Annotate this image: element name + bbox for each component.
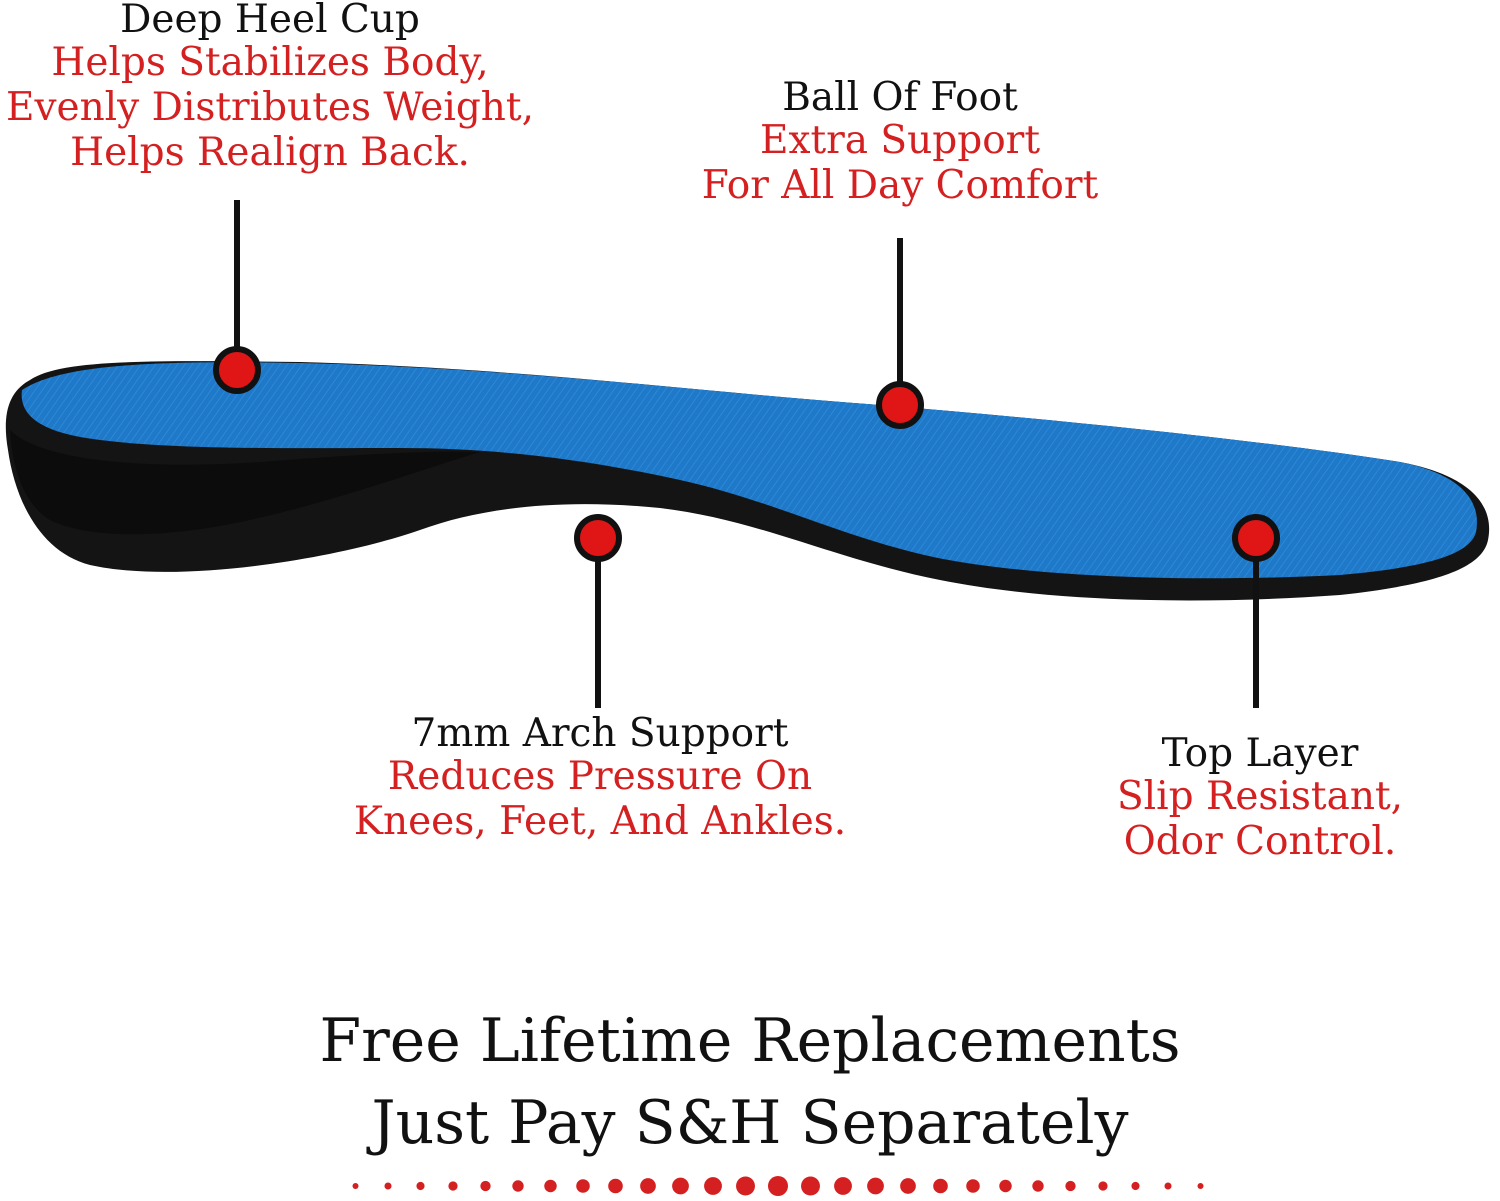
insole-heel-rim xyxy=(10,430,480,535)
divider-dot xyxy=(900,1178,916,1194)
divider-dot xyxy=(544,1179,557,1193)
divider-dot xyxy=(448,1181,458,1191)
callout-line: Extra Support xyxy=(760,118,1040,163)
divider-dot xyxy=(416,1181,425,1191)
insole-top-layer xyxy=(21,362,1477,579)
callout-ball-of-foot: Ball Of Foot Extra Support For All Day C… xyxy=(690,78,1110,211)
callout-line: Reduces Pressure On xyxy=(387,754,813,799)
divider-dot xyxy=(933,1178,948,1194)
divider-dot xyxy=(512,1180,524,1192)
divider-dot xyxy=(1197,1183,1204,1189)
divider-dot xyxy=(768,1176,788,1196)
arch-marker-dot xyxy=(574,514,622,562)
divider-dot xyxy=(966,1179,980,1193)
divider-dot xyxy=(1131,1181,1140,1191)
callout-title: Ball Of Foot xyxy=(782,75,1018,120)
heel-marker-dot xyxy=(213,346,261,394)
divider-dot xyxy=(608,1178,623,1194)
callout-line: For All Day Comfort xyxy=(701,163,1099,208)
callout-deep-heel-cup: Deep Heel Cup Helps Stabilizes Body, Eve… xyxy=(0,0,540,178)
divider-dot xyxy=(834,1177,852,1195)
divider-dot xyxy=(480,1180,491,1192)
footer-line-2: Just Pay S&H Separately xyxy=(371,1088,1129,1158)
callout-line: Odor Control. xyxy=(1123,819,1397,864)
divider-dot xyxy=(576,1179,590,1193)
callout-line: Knees, Feet, And Ankles. xyxy=(353,799,847,844)
divider-dot xyxy=(672,1177,689,1195)
divider-dot xyxy=(704,1177,722,1195)
callout-title: Top Layer xyxy=(1161,731,1359,776)
divider-dot xyxy=(736,1176,755,1196)
divider-dot xyxy=(801,1176,820,1196)
callout-top-layer: Top Layer Slip Resistant, Odor Control. xyxy=(1080,734,1440,867)
footer-line-1: Free Lifetime Replacements xyxy=(319,1006,1181,1076)
divider-dot xyxy=(1065,1180,1076,1192)
divider-dot xyxy=(352,1183,359,1189)
callout-line: Helps Realign Back. xyxy=(70,130,470,175)
divider-dot xyxy=(1164,1182,1172,1190)
divider-dot xyxy=(867,1177,884,1195)
callout-line: Slip Resistant, xyxy=(1116,774,1404,819)
callout-title: 7mm Arch Support xyxy=(411,711,789,756)
divider-dot xyxy=(1032,1180,1044,1192)
divider-dot xyxy=(999,1179,1012,1193)
callout-line: Helps Stabilizes Body, xyxy=(51,40,489,85)
dot-divider xyxy=(352,1176,1204,1196)
callout-line: Evenly Distributes Weight, xyxy=(5,85,534,130)
divider-dot xyxy=(384,1182,392,1190)
toplayer-marker-dot xyxy=(1232,514,1280,562)
callout-title: Deep Heel Cup xyxy=(120,0,420,42)
callout-arch-support: 7mm Arch Support Reduces Pressure On Kne… xyxy=(330,714,870,847)
ball-marker-dot xyxy=(876,381,924,429)
divider-dot xyxy=(1098,1181,1108,1191)
divider-dot xyxy=(640,1178,656,1194)
